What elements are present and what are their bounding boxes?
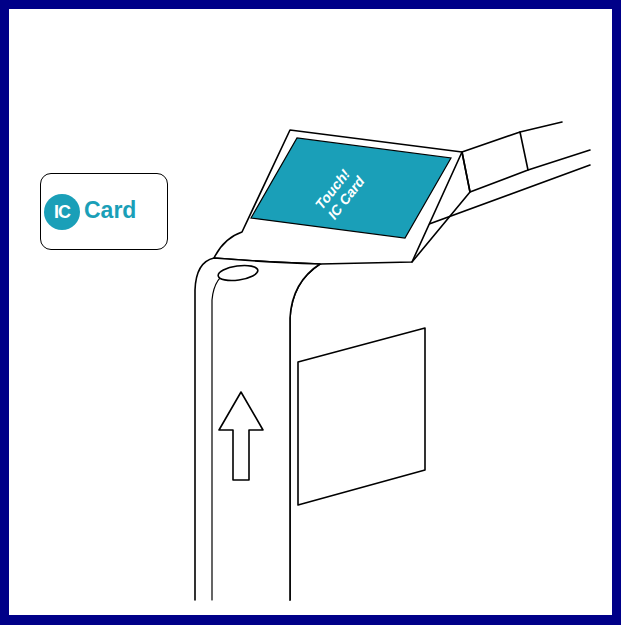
gate-top: [214, 130, 462, 264]
panel-outline: [251, 138, 451, 238]
gate-front-bevel: [212, 270, 232, 600]
touch-panel: Touch! IC Card: [245, 132, 457, 244]
side-panel: [298, 328, 425, 505]
page-ground: [9, 9, 612, 615]
gate-wedge: [462, 132, 528, 192]
gate-top-edge: [520, 122, 562, 132]
ic-card-logo: Card IC: [40, 173, 168, 250]
ticket-slot: [217, 263, 259, 282]
gate-top-edge: [528, 150, 590, 170]
ic-circle: IC: [44, 194, 80, 230]
ic-initials: IC: [54, 202, 70, 223]
direction-arrow: [219, 392, 263, 480]
logo-word: Card: [84, 196, 136, 224]
